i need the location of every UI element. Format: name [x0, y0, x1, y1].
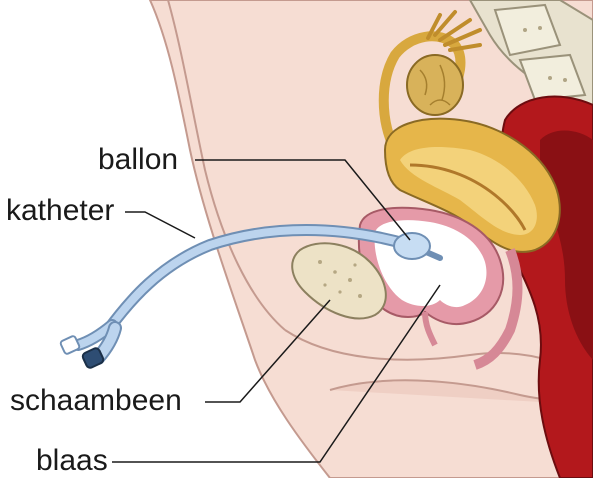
catheter-balloon — [394, 233, 430, 259]
label-ballon: ballon — [98, 145, 178, 175]
ovary — [407, 55, 463, 115]
leader-katheter — [125, 212, 195, 238]
label-blaas: blaas — [36, 446, 108, 476]
label-katheter: katheter — [6, 196, 114, 226]
label-schaambeen: schaambeen — [10, 386, 182, 416]
